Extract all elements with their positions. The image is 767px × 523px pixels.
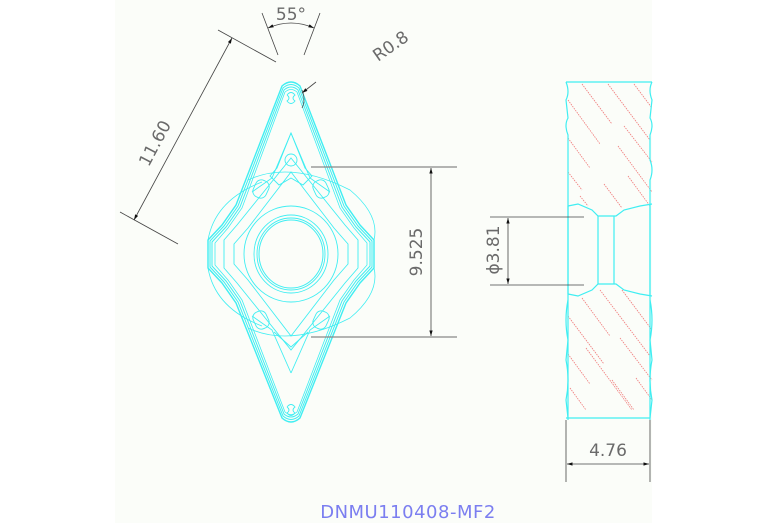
inscribed-circle-label: 9.525 [407, 228, 427, 277]
insert-top-view [207, 81, 376, 423]
part-number-title: DNMU110408-MF2 [320, 502, 496, 523]
top-view-dimensions [119, 12, 457, 338]
tip-mark-bottom [286, 404, 296, 416]
edge-length-label: 11.60 [135, 117, 176, 169]
thickness-label: 4.76 [589, 441, 627, 461]
section-view-dimensions [490, 216, 651, 482]
corner-radius-label: R0.8 [369, 27, 412, 66]
tip-mark-top [286, 92, 296, 104]
hole-diameter-label: ϕ3.81 [484, 225, 504, 274]
angle-label: 55° [276, 5, 306, 25]
insert-section-view [565, 81, 653, 420]
